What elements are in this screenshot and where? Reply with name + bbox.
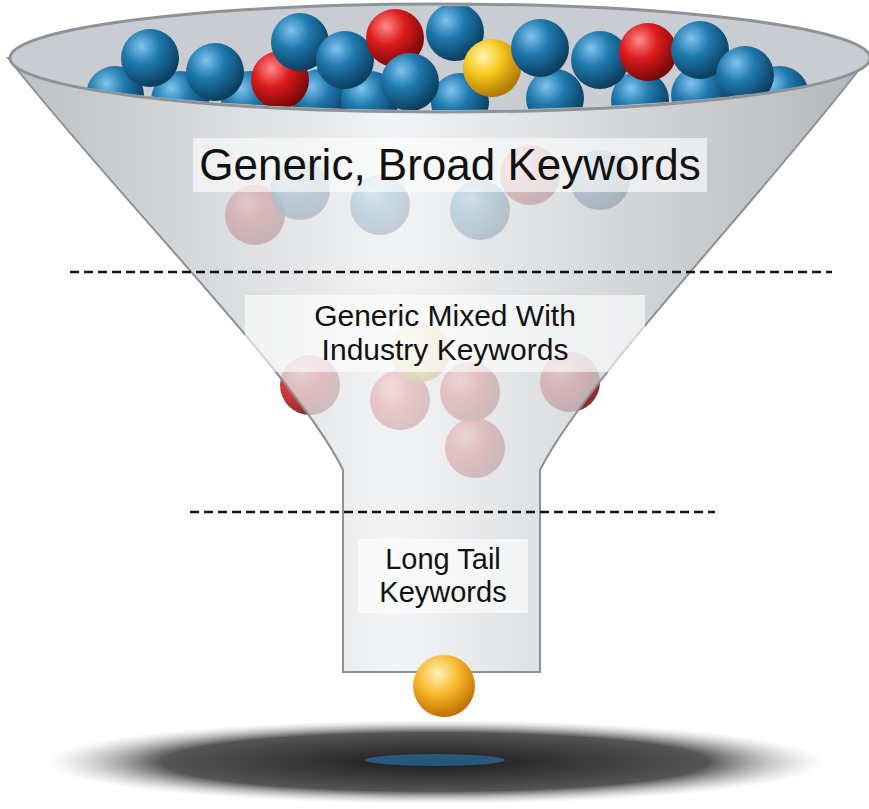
ball [619, 23, 677, 81]
output-ball [413, 655, 475, 717]
ball [186, 43, 244, 101]
funnel-band-label: Generic Mixed With Industry Keywords [245, 295, 645, 372]
shadow-glint [365, 754, 505, 766]
band-text: Generic Mixed With Industry Keywords [251, 299, 639, 368]
funnel-band-label: Generic, Broad Keywords [193, 138, 706, 193]
funnel-body [8, 58, 868, 672]
funnel-band-label: Long Tail Keywords [358, 539, 528, 614]
ball [511, 19, 569, 77]
dashed-divider [190, 511, 715, 514]
ball [716, 46, 774, 104]
ball [316, 31, 374, 89]
shadow [45, 720, 825, 804]
dashed-divider [70, 271, 832, 274]
ball [121, 29, 179, 87]
ball [526, 69, 584, 127]
top-balls [86, 3, 809, 131]
band-text: Long Tail Keywords [362, 543, 524, 610]
ball [381, 53, 439, 111]
band-text: Generic, Broad Keywords [199, 140, 700, 191]
